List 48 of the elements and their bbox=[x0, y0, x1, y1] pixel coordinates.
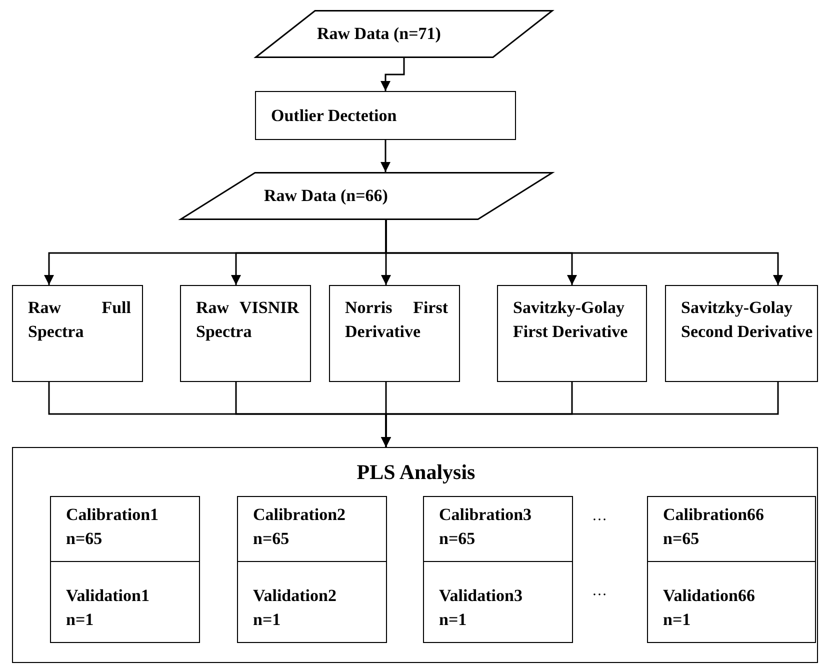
validation-cell bbox=[50, 561, 200, 643]
process-box bbox=[255, 91, 516, 140]
calibration-cell bbox=[647, 496, 816, 562]
ellipsis-mark: … bbox=[592, 583, 607, 600]
node-label: n=65 bbox=[663, 528, 700, 550]
node-label: n=65 bbox=[439, 528, 476, 550]
node-label: Raw Data (n=66) bbox=[264, 185, 389, 207]
node-label: Raw Data (n=71) bbox=[317, 23, 442, 45]
node-label: n=1 bbox=[66, 609, 95, 631]
node-label: Calibration1 bbox=[66, 504, 160, 526]
node-label: n=1 bbox=[663, 609, 692, 631]
node-label: Raw VISNIR Spectra bbox=[196, 297, 299, 343]
node-label: Savitzky-Golay First Derivative bbox=[513, 297, 629, 343]
process-box bbox=[180, 285, 311, 382]
process-box bbox=[665, 285, 818, 382]
process-box bbox=[329, 285, 460, 382]
arrow bbox=[380, 140, 390, 172]
node-label: Outlier Dectetion bbox=[271, 105, 398, 127]
arrow bbox=[381, 382, 779, 447]
calibration-cell bbox=[237, 496, 387, 562]
calibration-cell bbox=[423, 496, 573, 562]
validation-cell bbox=[647, 561, 816, 643]
node-label: Calibration3 bbox=[439, 504, 533, 526]
ellipsis-mark: … bbox=[592, 508, 607, 525]
node-label: n=1 bbox=[439, 609, 468, 631]
node-label: n=1 bbox=[253, 609, 282, 631]
node-label: Validation66 bbox=[663, 585, 756, 607]
node-label: n=65 bbox=[66, 528, 104, 550]
data-parallelogram bbox=[180, 172, 553, 220]
node-label: Validation1 bbox=[66, 585, 150, 607]
node-label: Calibration2 bbox=[253, 504, 347, 526]
group-title: PLS Analysis bbox=[356, 460, 476, 484]
data-parallelogram bbox=[255, 10, 553, 58]
node-label: n=65 bbox=[253, 528, 290, 550]
group-container bbox=[12, 447, 818, 663]
validation-cell bbox=[237, 561, 387, 643]
node-label: Raw Full Spectra bbox=[28, 297, 131, 343]
node-label: Savitzky-Golay Second Derivative bbox=[681, 297, 814, 343]
arrow bbox=[385, 220, 783, 285]
arrow bbox=[380, 58, 405, 91]
calibration-cell bbox=[50, 496, 200, 562]
node-label: Norris First Derivative bbox=[345, 297, 448, 343]
node-label: Calibration66 bbox=[663, 504, 766, 526]
node-label: Validation2 bbox=[253, 585, 338, 607]
process-box bbox=[12, 285, 143, 382]
node-label: Validation3 bbox=[439, 585, 524, 607]
validation-cell bbox=[423, 561, 573, 643]
process-box bbox=[497, 285, 647, 382]
